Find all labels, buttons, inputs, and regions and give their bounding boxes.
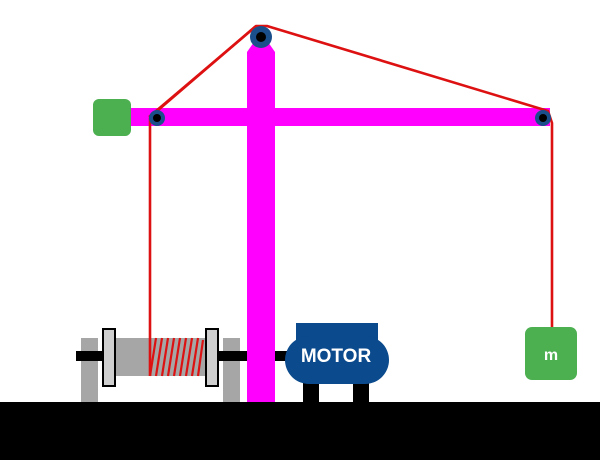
motor-leg-left bbox=[303, 380, 319, 404]
ground bbox=[0, 402, 600, 460]
pulley-top bbox=[250, 26, 272, 48]
drum-flange-left bbox=[102, 328, 116, 387]
rope-coil bbox=[148, 337, 205, 377]
crane-tower bbox=[247, 32, 275, 402]
motor-leg-right bbox=[353, 380, 369, 404]
drum-support-left bbox=[81, 338, 98, 402]
drum-support-right bbox=[223, 338, 240, 402]
motor: MOTOR bbox=[285, 323, 389, 404]
load-mass: m bbox=[525, 327, 577, 380]
motor-body bbox=[285, 336, 389, 384]
counterweight bbox=[93, 99, 131, 136]
motor-label: MOTOR bbox=[301, 346, 372, 367]
pulley-right bbox=[535, 110, 551, 126]
crane-jib bbox=[128, 108, 550, 126]
pulley-left bbox=[149, 110, 165, 126]
drum-flange-right bbox=[205, 328, 219, 387]
load-label: m bbox=[544, 347, 558, 364]
